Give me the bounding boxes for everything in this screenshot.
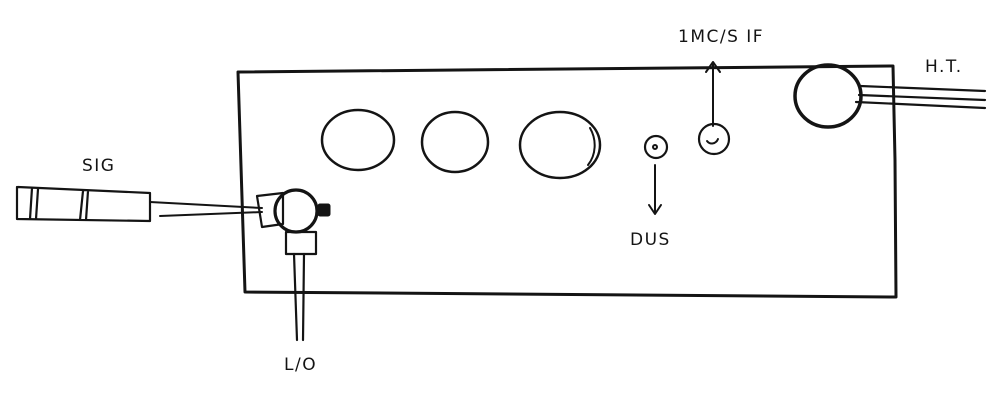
lo-lead [292,252,306,342]
if-arrow [705,61,721,127]
coil-base [284,230,318,256]
if-hole-mark [706,138,719,145]
dus-hole [643,134,669,160]
if-label: 1MC/S IF [678,27,764,47]
valve-hole-2 [420,110,490,174]
coil-bracket [255,191,285,229]
sig-label: SIG [82,156,115,176]
valve-hole-1 [320,108,396,172]
coil-former [273,188,319,234]
dus-arrow [648,164,662,215]
coil-core-adjuster [317,203,331,217]
ht-hole [793,63,863,129]
chassis-box [236,64,898,299]
valve-hole-3 [518,110,602,180]
sig-lead [149,201,263,217]
ht-label: H.T. [925,57,963,77]
dus-label: DUS [630,230,671,250]
if-hole [697,122,731,156]
valve-hole-3-overstroke [587,127,596,166]
lo-label: L/O [284,355,317,375]
ht-cable [854,84,987,110]
dus-hole-dot [652,144,658,150]
sig-plug [15,185,152,223]
